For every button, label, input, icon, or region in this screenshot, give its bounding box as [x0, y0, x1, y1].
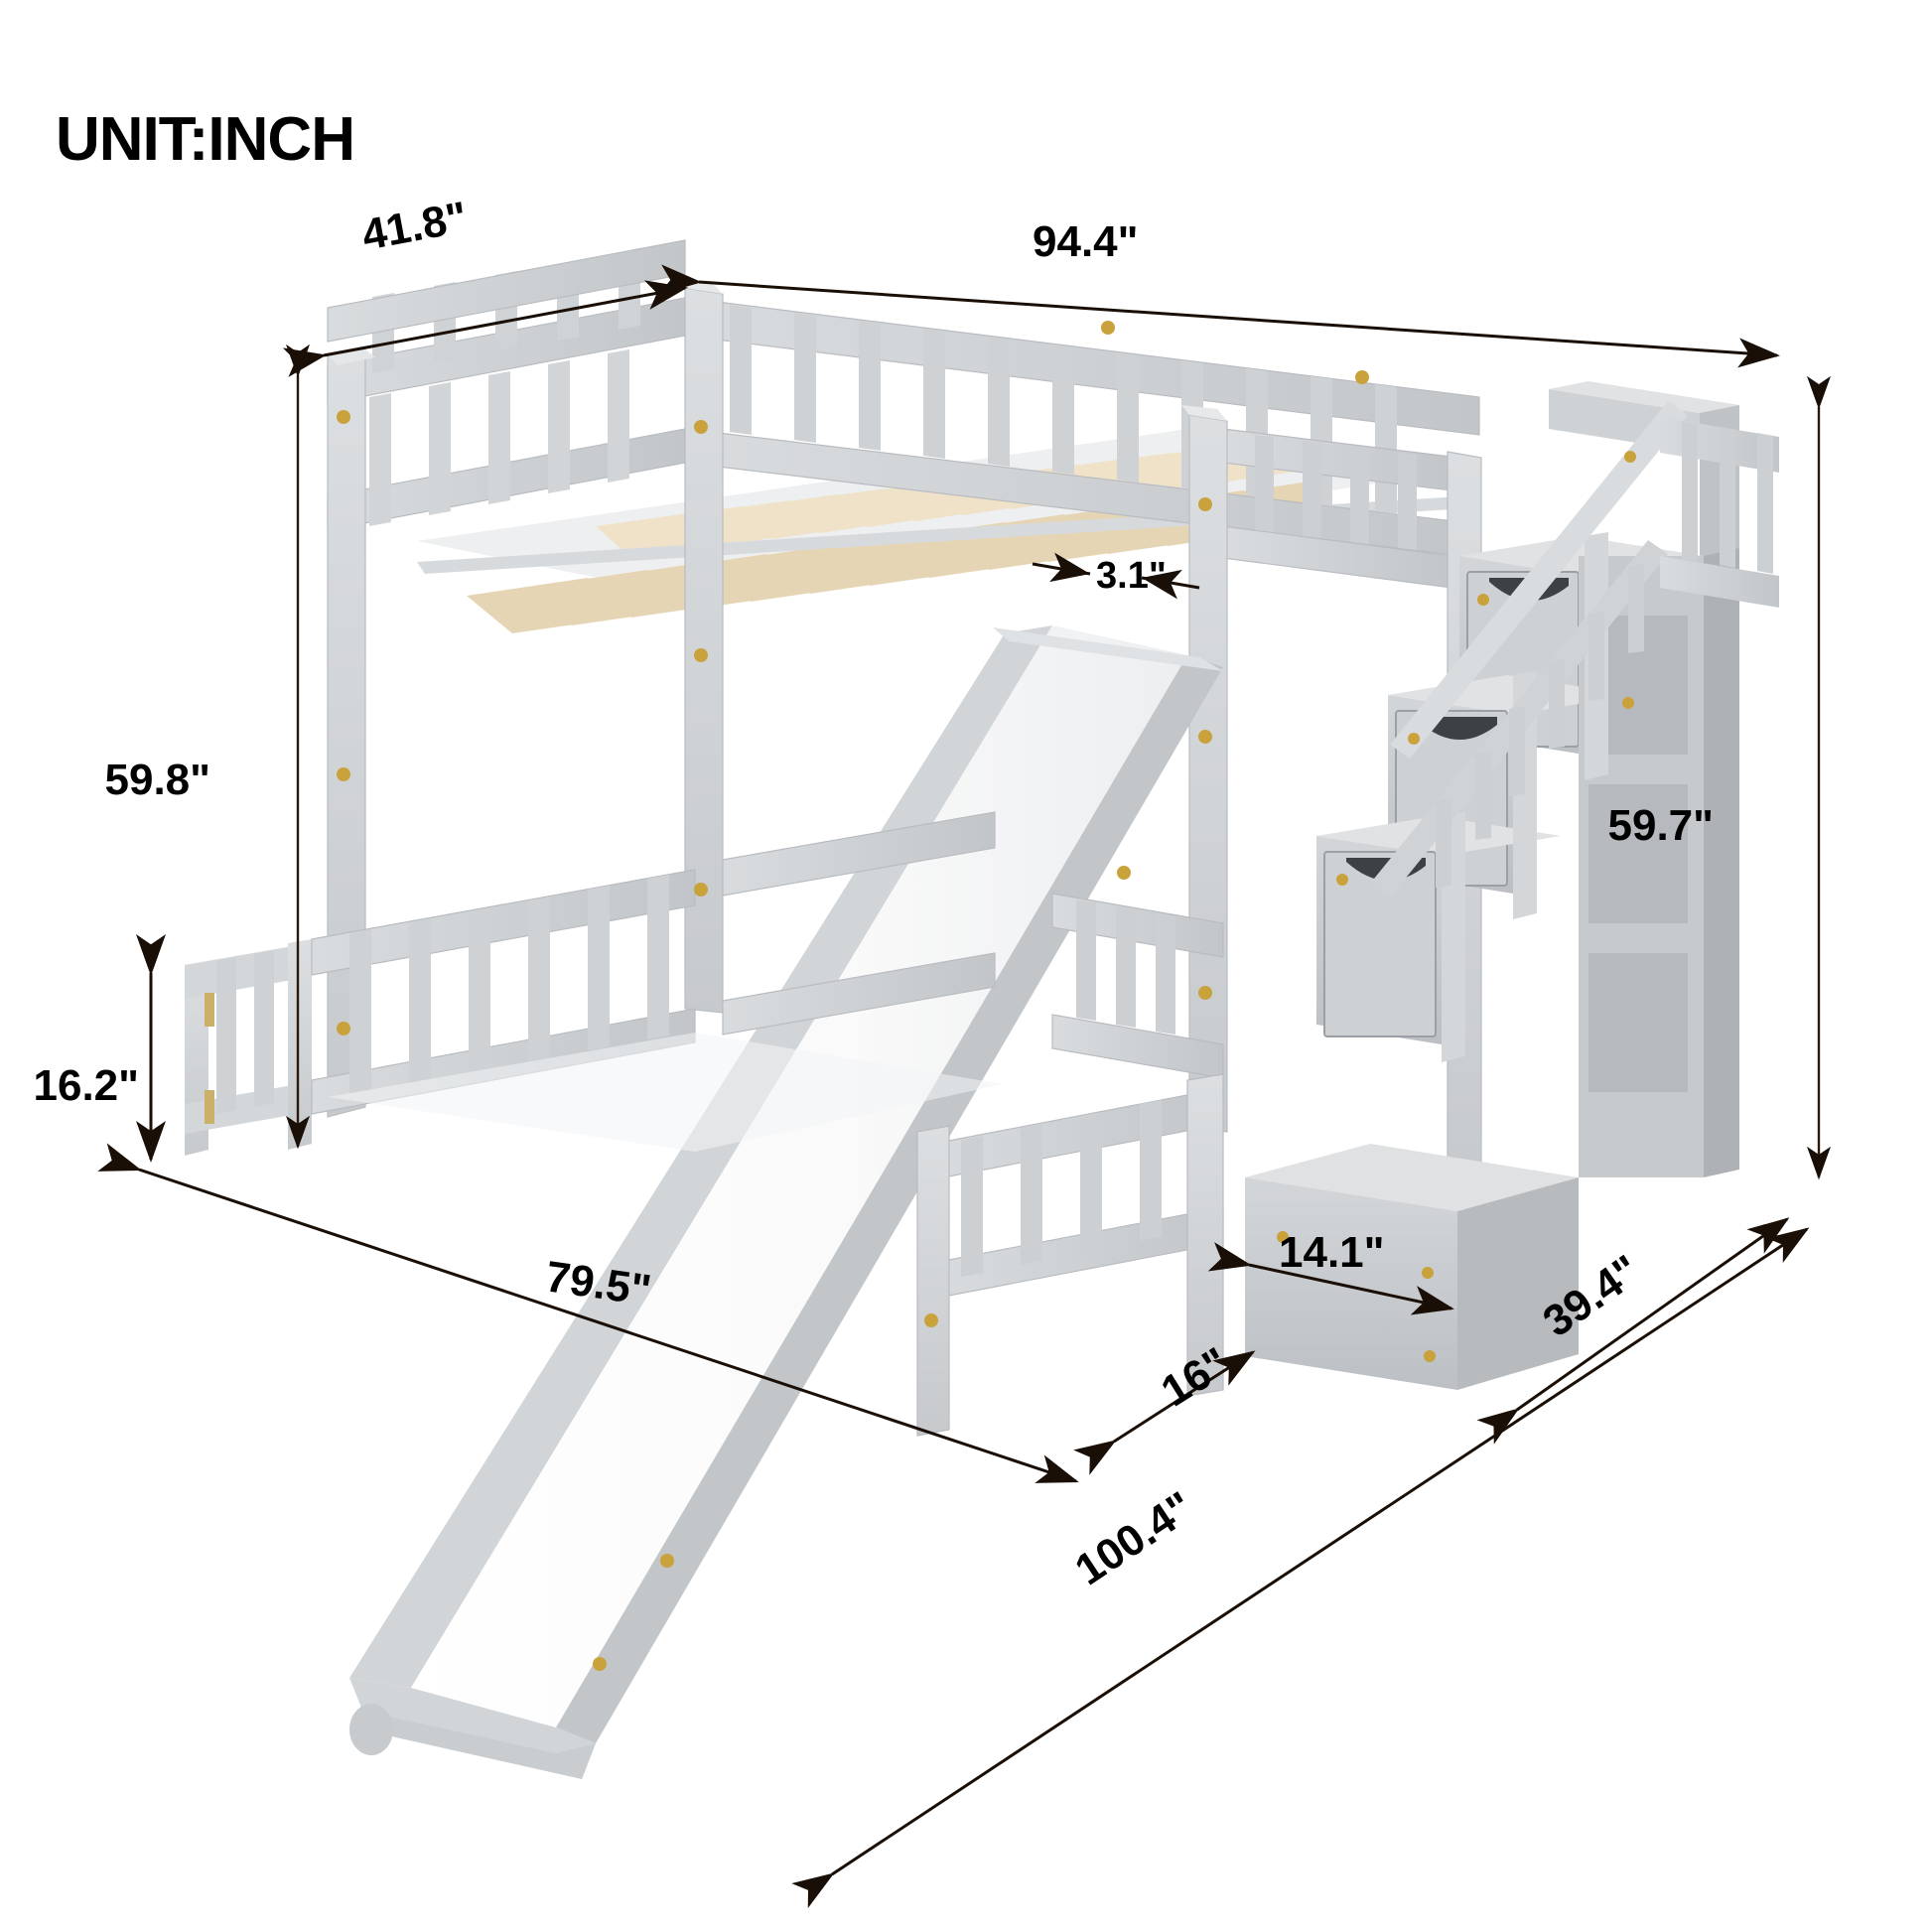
dimension-41-8: 41.8": [282, 193, 688, 377]
dimension-16-2: 16.2": [34, 934, 166, 1163]
dimension-14-1: 14.1": [1207, 1228, 1454, 1315]
dimension-59-8-label: 59.8": [105, 756, 211, 804]
unit-title: UNIT:INCH: [56, 105, 355, 174]
dimension-41-8-label: 41.8": [358, 193, 472, 260]
dimension-39-4-label: 39.4": [1535, 1246, 1649, 1346]
dimension-16: 16": [1073, 1338, 1256, 1475]
dimension-59-7-label: 59.7": [1608, 801, 1715, 850]
dimension-16-label: 16": [1153, 1338, 1237, 1417]
dimension-59-8: 59.8": [105, 344, 310, 1150]
dimension-3-1: 3.1": [1032, 552, 1200, 600]
dimension-100-4: 100.4": [791, 1227, 1810, 1909]
stair-handrail: [1370, 401, 1688, 1062]
dimension-100-4-label: 100.4": [1066, 1482, 1201, 1594]
dimension-59-7: 59.7": [1608, 375, 1831, 1180]
dimension-16-2-label: 16.2": [34, 1061, 140, 1110]
dimension-3-1-label: 3.1": [1096, 555, 1167, 597]
lower-bunk-deck: [328, 1033, 1003, 1152]
dimension-14-1-label: 14.1": [1279, 1228, 1385, 1277]
dimension-94-4-label: 94.4": [1033, 217, 1139, 266]
dimension-79-5-label: 79.5": [543, 1252, 654, 1314]
stair-top-guardrail: [1660, 417, 1779, 608]
dimension-79-5: 79.5": [97, 1143, 1079, 1483]
dimension-39-4: 39.4": [1476, 1217, 1790, 1445]
dimension-94-4: 94.4": [659, 217, 1780, 368]
